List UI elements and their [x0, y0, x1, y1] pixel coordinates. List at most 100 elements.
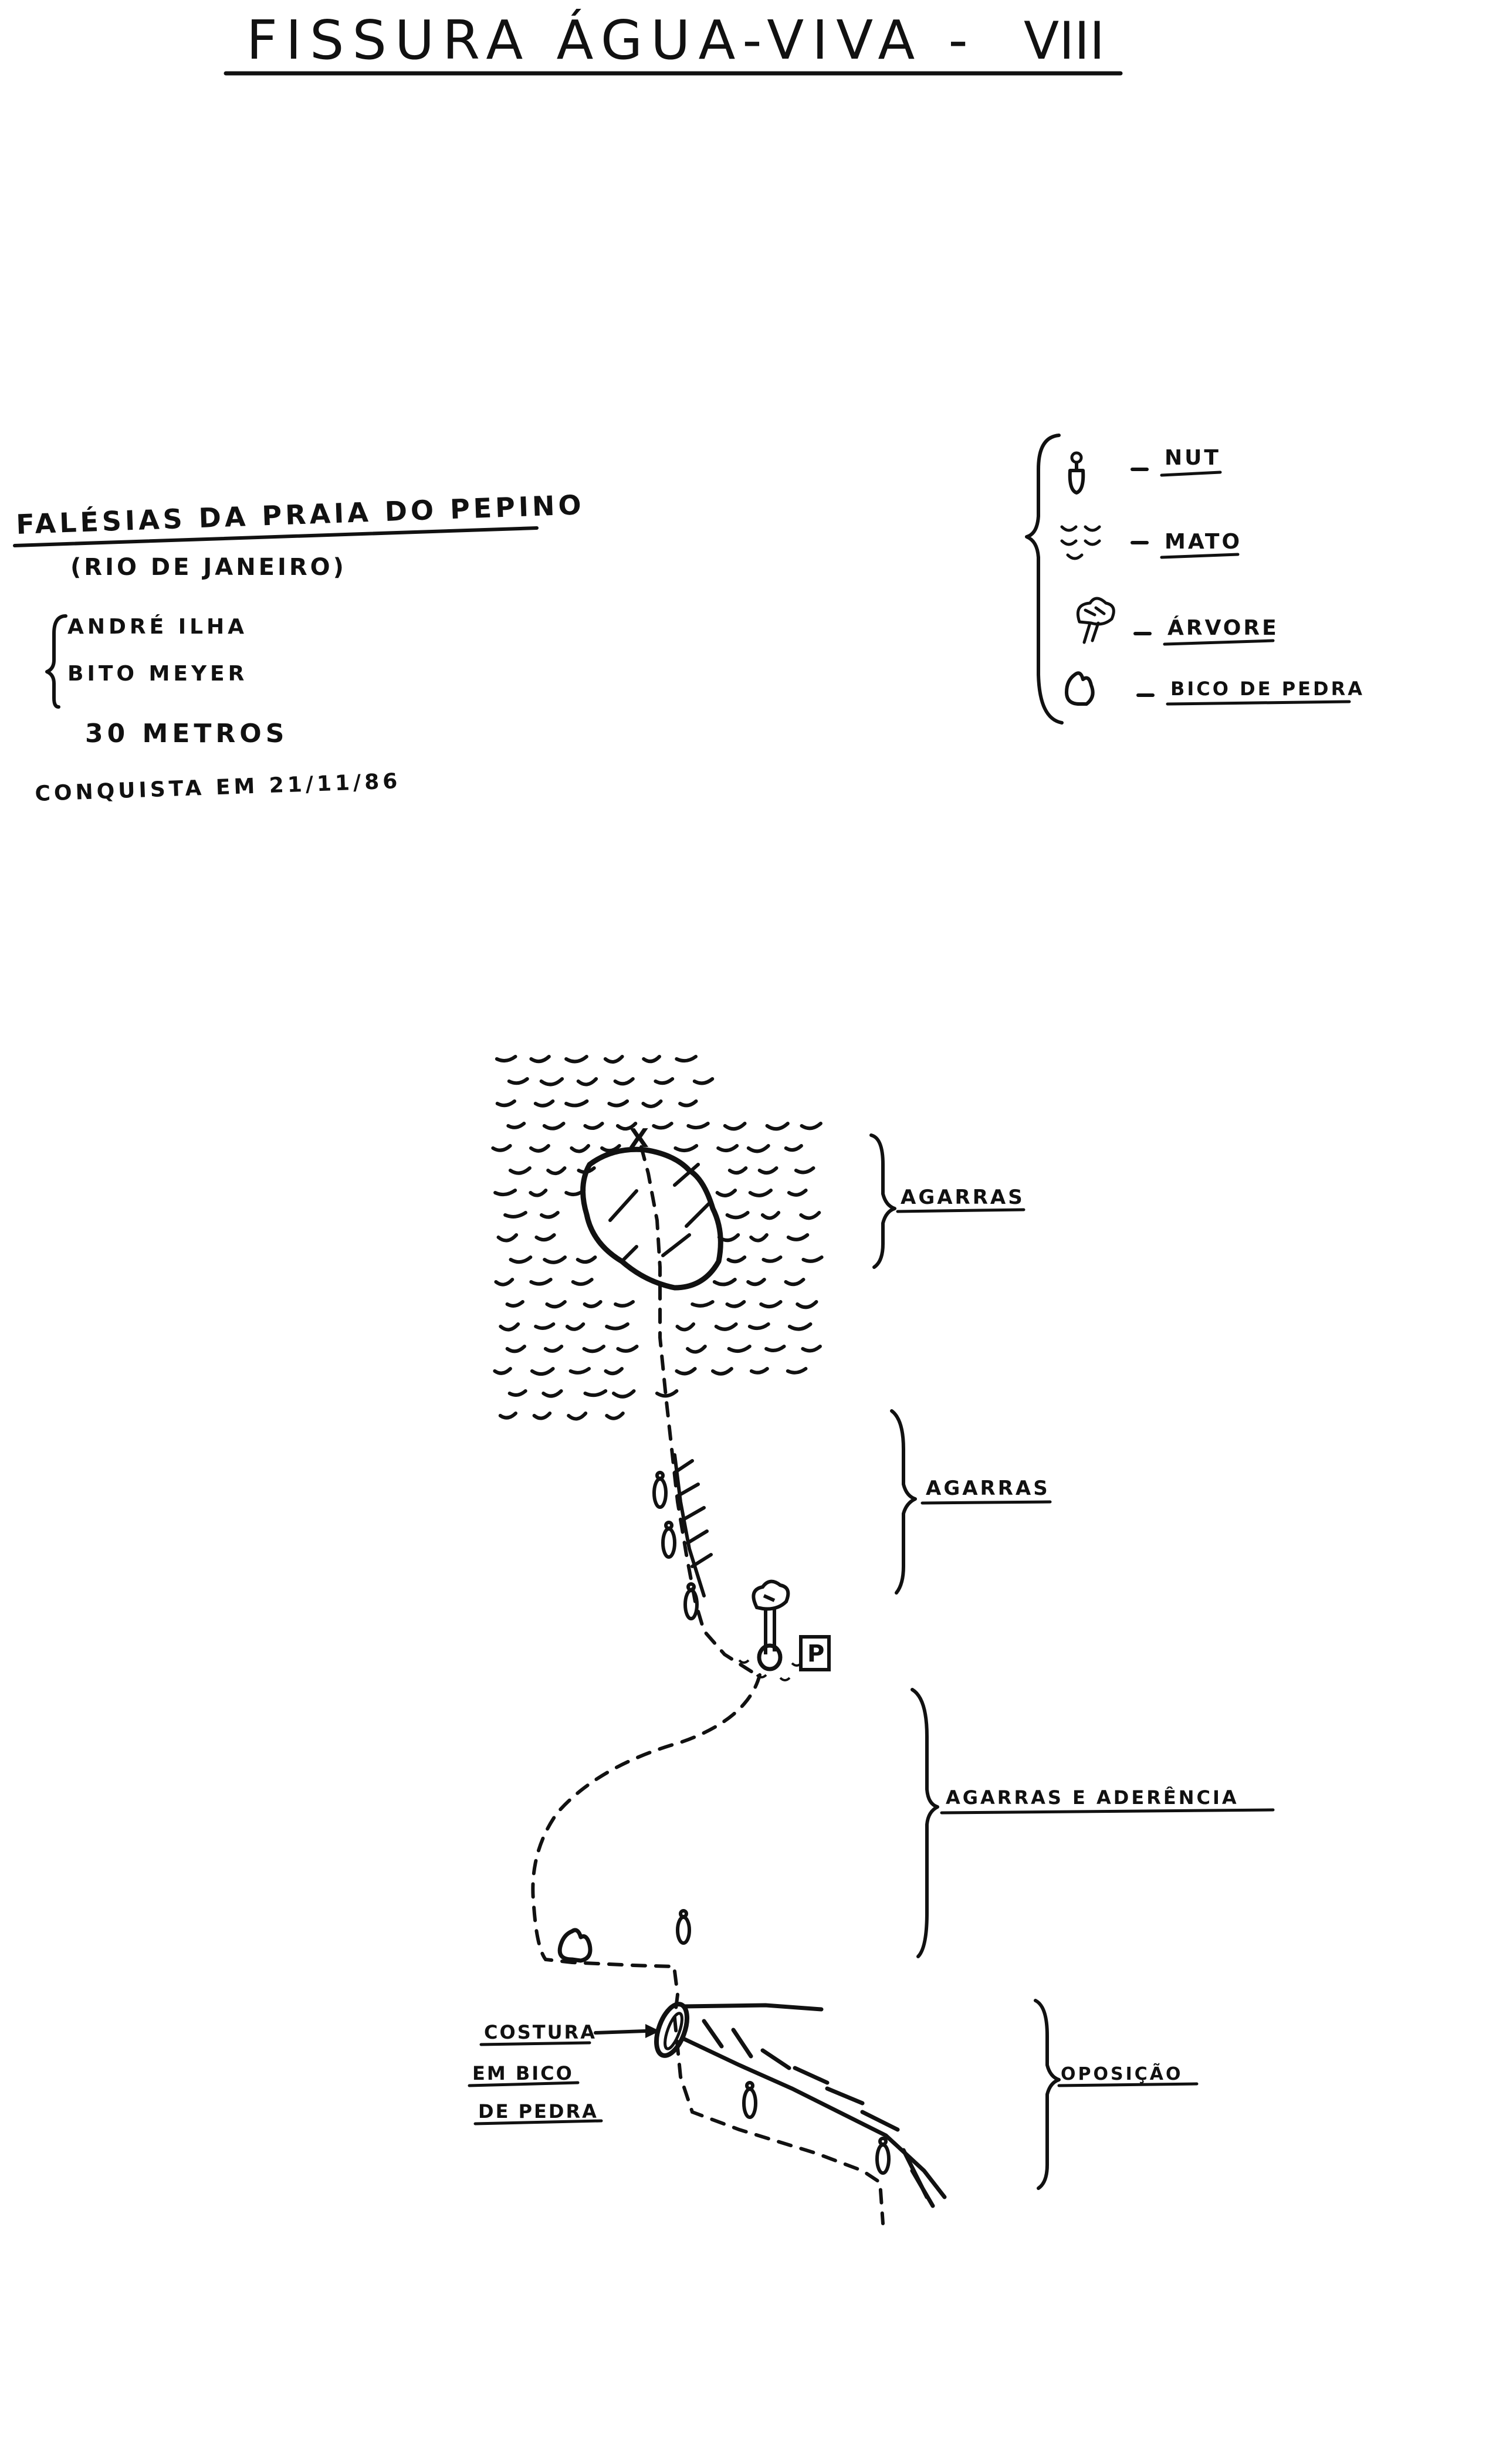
bush-mark — [641, 1099, 663, 1108]
annotation-line-3: DE PEDRA — [478, 2100, 598, 2123]
climber-2: BITO MEYER — [67, 662, 248, 686]
bush-mark — [746, 1144, 770, 1153]
nut-icon — [1068, 451, 1085, 495]
bush-mark — [801, 1345, 822, 1353]
bush-mark — [576, 1077, 598, 1087]
legend: NUT MATO ÁRVORE — [1025, 434, 1365, 725]
bush-mark — [493, 1367, 512, 1375]
bush-mark — [799, 1211, 821, 1220]
rock-horn-icon — [557, 1928, 593, 1963]
summit-rock — [580, 1146, 723, 1291]
tree-icon — [752, 1579, 790, 1654]
bush-mark — [787, 1322, 813, 1331]
section-label-1: AGARRAS — [901, 1186, 1025, 1209]
bush-mark — [759, 1300, 783, 1309]
bush-mark — [534, 1322, 556, 1330]
bush-icon — [738, 1659, 803, 1681]
legend-item-nut: NUT — [1068, 446, 1222, 495]
bush-mark — [499, 1322, 520, 1332]
bush-mark — [746, 1278, 766, 1287]
bush-mark — [507, 1077, 529, 1085]
bush-mark — [796, 1300, 818, 1309]
bush-mark — [765, 1122, 790, 1131]
bush-icon — [1060, 525, 1101, 560]
bush-mark — [565, 1322, 585, 1331]
bush-mark — [642, 1055, 661, 1064]
bush-mark — [655, 1389, 679, 1398]
climbers-brace — [45, 614, 67, 709]
bush-mark — [494, 1278, 515, 1287]
annotation-text: COSTURA EM BICO DE PEDRA — [468, 2021, 603, 2125]
bush-mark — [498, 1412, 517, 1420]
bush-mark — [541, 1389, 563, 1398]
belay-label: P — [807, 1640, 824, 1667]
bush-mark — [505, 1300, 524, 1308]
tree-icon — [1076, 597, 1115, 644]
bush-mark — [723, 1122, 747, 1131]
bush-mark — [539, 1077, 564, 1087]
route-line — [531, 1145, 885, 2225]
bush-mark — [678, 1099, 698, 1108]
bush-mark — [727, 1166, 748, 1175]
bush-mark — [757, 1166, 779, 1175]
annotation-arrow — [594, 2024, 660, 2038]
bush-mark — [691, 1300, 715, 1308]
bush-mark — [495, 1099, 516, 1108]
bush-mark — [540, 1211, 560, 1219]
bush-mark — [543, 1345, 564, 1353]
bush-mark — [794, 1166, 815, 1175]
bush-mark — [568, 1367, 591, 1375]
annotation-line-2: EM BICO — [472, 2062, 574, 2084]
bush-mark — [725, 1211, 750, 1220]
bush-mark — [711, 1367, 733, 1376]
bush-mark — [583, 1389, 608, 1397]
bush-mark — [571, 1278, 594, 1286]
section-label-2: AGARRAS — [926, 1477, 1050, 1500]
legend-item-bush: MATO — [1060, 525, 1242, 560]
info-block: FALÉSIAS DA PRAIA DO PEPINO (RIO DE JANE… — [13, 489, 585, 806]
legend-label-nut: NUT — [1165, 446, 1221, 470]
bush-mark — [747, 1322, 770, 1331]
summit-x-mark: X — [629, 1123, 649, 1153]
bush-mark — [495, 1055, 517, 1063]
bush-mark — [615, 1122, 638, 1131]
bush-mark — [712, 1278, 737, 1287]
bush-mark — [801, 1255, 824, 1263]
bush-mark — [784, 1144, 803, 1152]
nut-icon — [875, 2137, 891, 2175]
crack-feature-upper — [673, 1453, 713, 1597]
legend-label-rock-horn: BICO DE PEDRA — [1170, 678, 1365, 700]
belay-box — [799, 1635, 831, 1671]
bush-mark — [784, 1278, 805, 1287]
bush-mark — [761, 1255, 783, 1263]
bush-mark — [533, 1099, 555, 1108]
bush-mark — [786, 1233, 810, 1241]
summit-rock-outline — [580, 1146, 723, 1291]
bush-mark — [686, 1345, 707, 1354]
bush-mark — [576, 1255, 597, 1264]
legend-brace — [1025, 434, 1064, 725]
bush-mark — [600, 1144, 621, 1153]
bush-mark — [654, 1077, 675, 1085]
nut-icon — [676, 1909, 691, 1945]
nut-icon — [683, 1582, 699, 1620]
bush-mark — [529, 1189, 548, 1197]
bush-mark — [614, 1300, 635, 1308]
bush-mark — [607, 1099, 629, 1108]
bush-mark — [749, 1233, 769, 1243]
bush-mark — [787, 1189, 808, 1197]
bush-mark — [800, 1122, 823, 1131]
bush-mark — [764, 1345, 786, 1352]
bush-mark — [613, 1077, 635, 1086]
nut-placements — [652, 1471, 891, 2175]
bush-mark — [542, 1122, 566, 1131]
bush-mark — [714, 1322, 738, 1331]
bush-mark — [616, 1345, 639, 1353]
legend-label-bush: MATO — [1165, 530, 1242, 554]
title-block: FISSURA ÁGUA-VIVA - VIII — [224, 8, 1123, 76]
bush-mark — [507, 1389, 527, 1397]
nut-icon — [661, 1521, 676, 1559]
legend-item-tree: ÁRVORE — [1076, 597, 1277, 646]
section-oposicao: OPOSIÇÃO — [1034, 1999, 1199, 2190]
